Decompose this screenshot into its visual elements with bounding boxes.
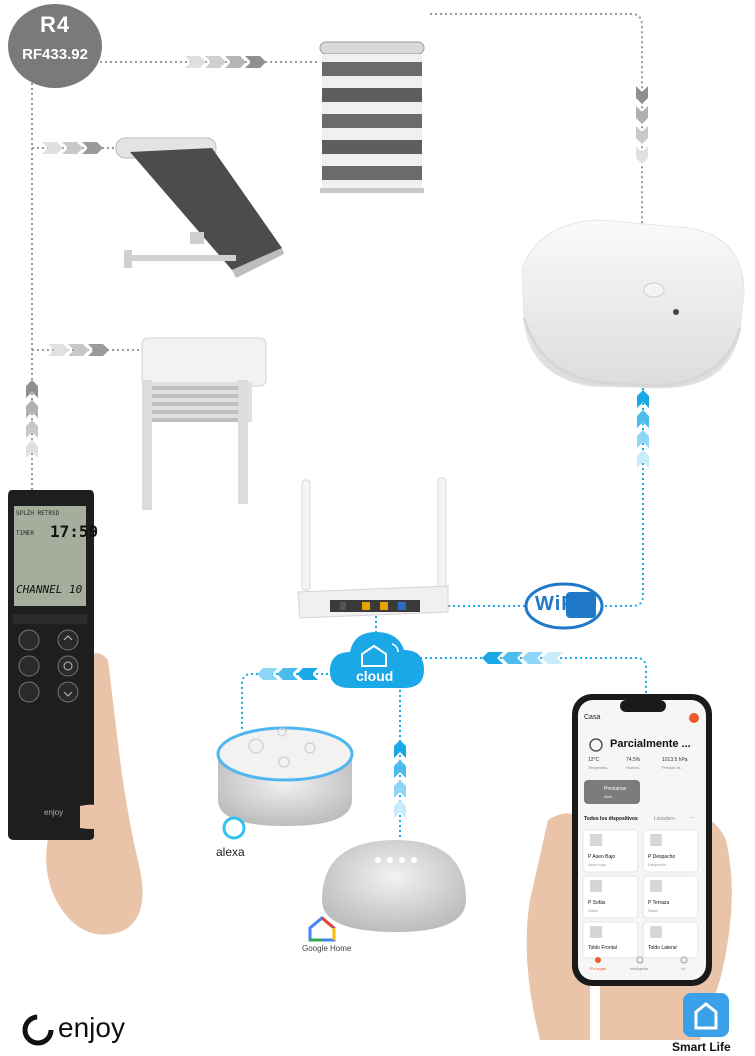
remote-lcd-top: SPLZH RETRSD [16, 510, 60, 517]
phone-device-5-name[interactable]: Toldo Frontal [588, 945, 617, 951]
phone-home-label[interactable]: Casa [584, 714, 601, 721]
roller-shutter-illustration [141, 337, 267, 510]
phone-nav-smart[interactable]: Inteligente [630, 966, 649, 971]
phone-stat-2-label: Humed... [626, 765, 643, 770]
google-home-mini-illustration [322, 840, 466, 932]
remote-lcd-time: 17:59 [50, 522, 99, 541]
badge-line2: RF433.92 [22, 46, 88, 63]
arrow-hub-down [636, 86, 648, 164]
net-line-cloud-phone [415, 657, 647, 704]
arrow-google-up [394, 740, 406, 818]
phone-nav-home[interactable]: En hogar [590, 966, 607, 971]
wifi-label: WiFi [535, 593, 582, 615]
enjoy-brand-text: enjoy [58, 1012, 125, 1043]
alexa-label: alexa [216, 845, 245, 859]
arrow-top-blind [185, 56, 266, 68]
rf-frequency-badge: R4 RF433.92 [8, 4, 102, 88]
phone-tab-lavadero[interactable]: Lavadero [654, 816, 675, 822]
google-home-label: Google Home [302, 944, 352, 953]
alexa-echo-dot-illustration [216, 726, 354, 826]
phone-device-4-name[interactable]: P Terraza [648, 900, 670, 906]
phone-device-1-name[interactable]: P Aseo Bajo [588, 854, 616, 860]
arrow-phone-cloud [482, 652, 563, 664]
phone-scene-subtitle: Abrir [604, 794, 613, 799]
arrow-cloud-alexa [257, 668, 318, 680]
google-home-icon [308, 916, 336, 942]
phone-device-6-name[interactable]: Toldo Lateral [648, 945, 677, 951]
remote-lcd-mode: TIMER [16, 530, 35, 537]
remote-lcd-channel: CHANNEL 10 [16, 583, 83, 596]
phone-stat-2-value: 74.5% [626, 757, 641, 763]
alexa-ring-icon [222, 816, 246, 840]
phone-device-2-name[interactable]: P Despacho [648, 854, 676, 860]
cloud-label: cloud [356, 668, 394, 684]
net-line-cloud-alexa [241, 673, 338, 730]
phone-stat-3-value: 1013.5 hPa [662, 757, 688, 763]
router-illustration [297, 477, 449, 619]
phone-tab-more[interactable]: ... [690, 814, 696, 820]
net-line-hub-wifi [598, 378, 644, 607]
remote-hand-illustration [8, 490, 143, 935]
arrow-shutter [48, 344, 109, 356]
arrow-hub-up [637, 390, 649, 468]
arrow-awning [42, 142, 103, 154]
rf-line-hub [430, 13, 643, 262]
phone-weather: Parcialmente ... [610, 738, 691, 750]
arrow-left-up [26, 380, 38, 458]
enjoy-logo-icon [22, 1014, 54, 1046]
rf-arrows [26, 56, 648, 458]
smart-life-house-icon [683, 993, 729, 1037]
phone-device-3-status: Salón [588, 908, 599, 913]
cloud-icon [329, 632, 424, 688]
phone-nav-me[interactable]: Yo [681, 966, 686, 971]
phone-device-1-status: Aseo bajo [588, 862, 606, 867]
phone-device-4-status: Salón [648, 908, 659, 913]
phone-stat-1-label: Temperatu... [588, 765, 611, 770]
remote-brand-label: enjoy [44, 808, 64, 817]
phone-device-3-name[interactable]: P Sofás [588, 900, 606, 906]
badge-line1: R4 [39, 12, 71, 37]
zebra-blind-illustration [319, 41, 425, 193]
phone-tab-all[interactable]: Todos los dispositivos [584, 816, 638, 822]
phone-scene-title[interactable]: Persianas [604, 786, 627, 792]
awning-illustration [115, 137, 284, 278]
smart-life-label: Smart Life [672, 1040, 731, 1054]
phone-device-2-status: Despacho [648, 862, 667, 867]
phone-hand-illustration [526, 694, 732, 1040]
network-arrows [257, 390, 649, 818]
phone-stat-1-value: 12°C [588, 757, 600, 763]
phone-stat-3-label: Presión at... [662, 765, 684, 770]
wifi-logo-icon [524, 582, 604, 630]
smart-hub-illustration [521, 219, 745, 389]
